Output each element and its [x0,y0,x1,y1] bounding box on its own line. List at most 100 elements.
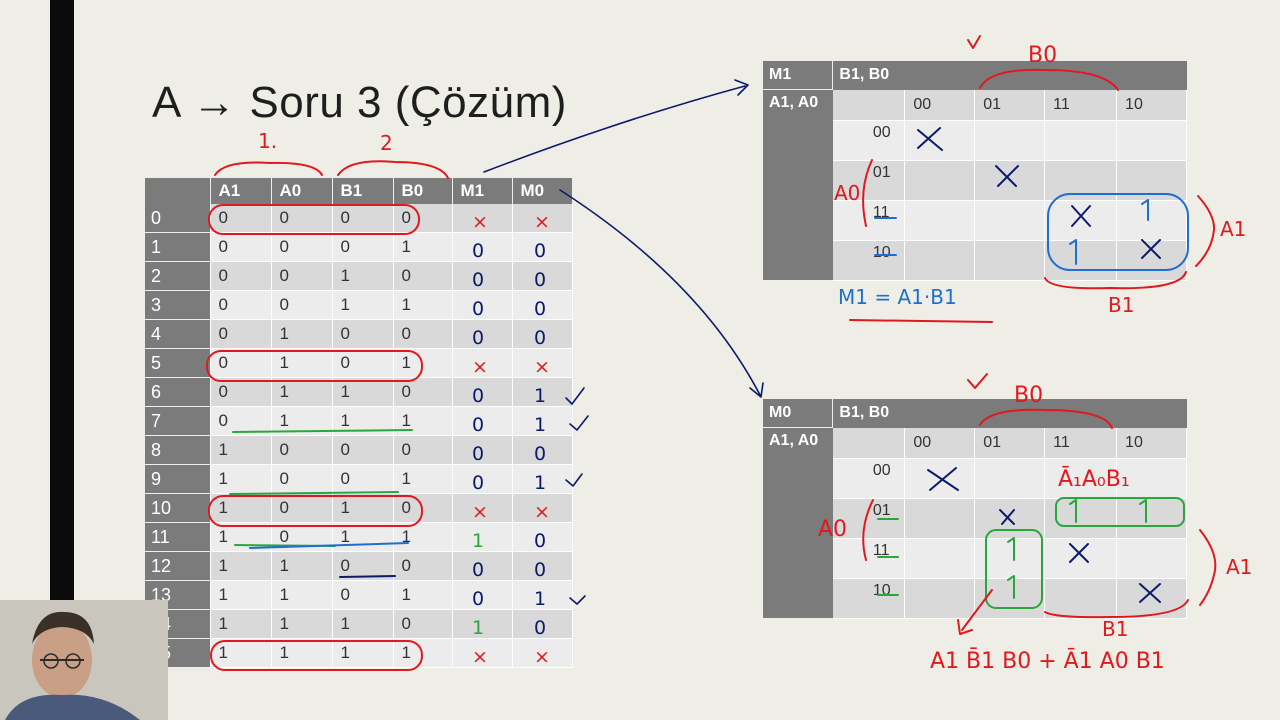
cell-m1 [452,609,513,639]
cell-m1 [452,290,513,320]
kmap-m0-output-label: M0 [763,399,833,428]
cell-b0: 1 [393,232,453,262]
cell-b0: 0 [393,204,453,233]
cell-b1: 0 [332,435,394,465]
cell-b1: 0 [332,232,394,262]
cell-a0: 0 [271,493,333,523]
slide-title: A → Soru 3 (Çözüm) [152,78,567,127]
cell-a1: 1 [210,522,272,552]
cell-b0: 0 [393,319,453,349]
cell-m1 [452,580,513,610]
cell-b1: 0 [332,551,394,581]
kmap-m0-col-11: 11 [1044,427,1118,459]
row-index: 8 [145,435,211,465]
cell-m0 [512,638,573,668]
cell-b0: 0 [393,261,453,291]
cell-b0: 0 [393,609,453,639]
kmap-m0-row-11: 11 [832,538,906,579]
cell-m0 [512,377,573,407]
cell-a0: 0 [271,261,333,291]
kmap-m0-col-00: 00 [904,427,976,459]
cell-m1 [452,406,513,436]
cell-a1: 0 [210,261,272,291]
cell-m0 [512,348,573,378]
row-index: 4 [145,319,211,349]
cell-a0: 1 [271,609,333,639]
kmap-m1-result: M1 = A1·B1 [838,285,957,309]
cell-b1: 1 [332,406,394,436]
group-label-1: 1. [258,129,277,153]
row-index: 12 [145,551,211,581]
kmap-m1-col-11: 11 [1044,89,1118,121]
cell-m0 [512,290,573,320]
cell-b1: 1 [332,261,394,291]
cell-b1: 0 [332,319,394,349]
cell-a0: 1 [271,406,333,436]
kmap-m0-col-10: 10 [1116,427,1187,459]
row-index: 5 [145,348,211,378]
header-m0: M0 [512,178,573,204]
cell-m0 [512,319,573,349]
cell-a1: 1 [210,464,272,494]
kmap-m0-bottom-brace-label: B1 [1102,617,1128,641]
cell-b0: 1 [393,290,453,320]
kmap-m0-row-var: A1, A0 [763,427,833,618]
cell-m1 [452,493,513,523]
kmap-m0-col-01: 01 [974,427,1046,459]
cell-m1 [452,261,513,291]
kmap-m1-right-brace-label: A1 [1220,217,1246,241]
cell-a0: 0 [271,464,333,494]
cell-b0: 0 [393,551,453,581]
truth-table-header: A1 A0 B1 B0 M1 M0 [145,178,573,204]
kmap-m1-row-var: A1, A0 [763,89,833,280]
cell-b1: 0 [332,204,394,233]
cell-m0 [512,493,573,523]
kmap-m1-row-10: 10 [832,240,906,281]
cell-b0: 1 [393,348,453,378]
kmap-m0-col-var: B1, B0 [832,399,1187,428]
cell-b0: 0 [393,377,453,407]
cell-a0: 1 [271,638,333,668]
cell-m0 [512,580,573,610]
cell-m1 [452,638,513,668]
cell-a1: 1 [210,551,272,581]
cell-m1 [452,319,513,349]
kmap-m1-col-var: B1, B0 [832,61,1187,90]
kmap-m1: M1 B1, B0 A1, A0 00 01 11 10 00 01 11 10 [763,61,1187,281]
cell-a1: 1 [210,435,272,465]
cell-a0: 1 [271,551,333,581]
kmap-m0: M0 B1, B0 A1, A0 00 01 11 10 00 01 11 10 [763,399,1187,619]
cell-a0: 1 [271,319,333,349]
cell-m1 [452,551,513,581]
row-index: 2 [145,261,211,291]
cell-a1: 0 [210,348,272,378]
cell-b0: 1 [393,406,453,436]
row-index: 3 [145,290,211,320]
header-a1: A1 [210,178,272,204]
cell-m1 [452,232,513,262]
cell-b1: 1 [332,609,394,639]
kmap-m1-col-01: 01 [974,89,1046,121]
cell-b1: 1 [332,377,394,407]
cell-m0 [512,609,573,639]
cell-b1: 1 [332,522,394,552]
kmap-m0-right-brace-label: A1 [1226,555,1252,579]
cell-b1: 1 [332,638,394,668]
row-index: 7 [145,406,211,436]
table-row: 141110 [145,609,573,639]
cell-b0: 0 [393,435,453,465]
cell-b0: 1 [393,580,453,610]
kmap-m1-row-01: 01 [832,160,906,201]
cell-m0 [512,464,573,494]
kmap-m0-result: A1 B̄1 B0 + Ā1 A0 B1 [930,648,1165,674]
